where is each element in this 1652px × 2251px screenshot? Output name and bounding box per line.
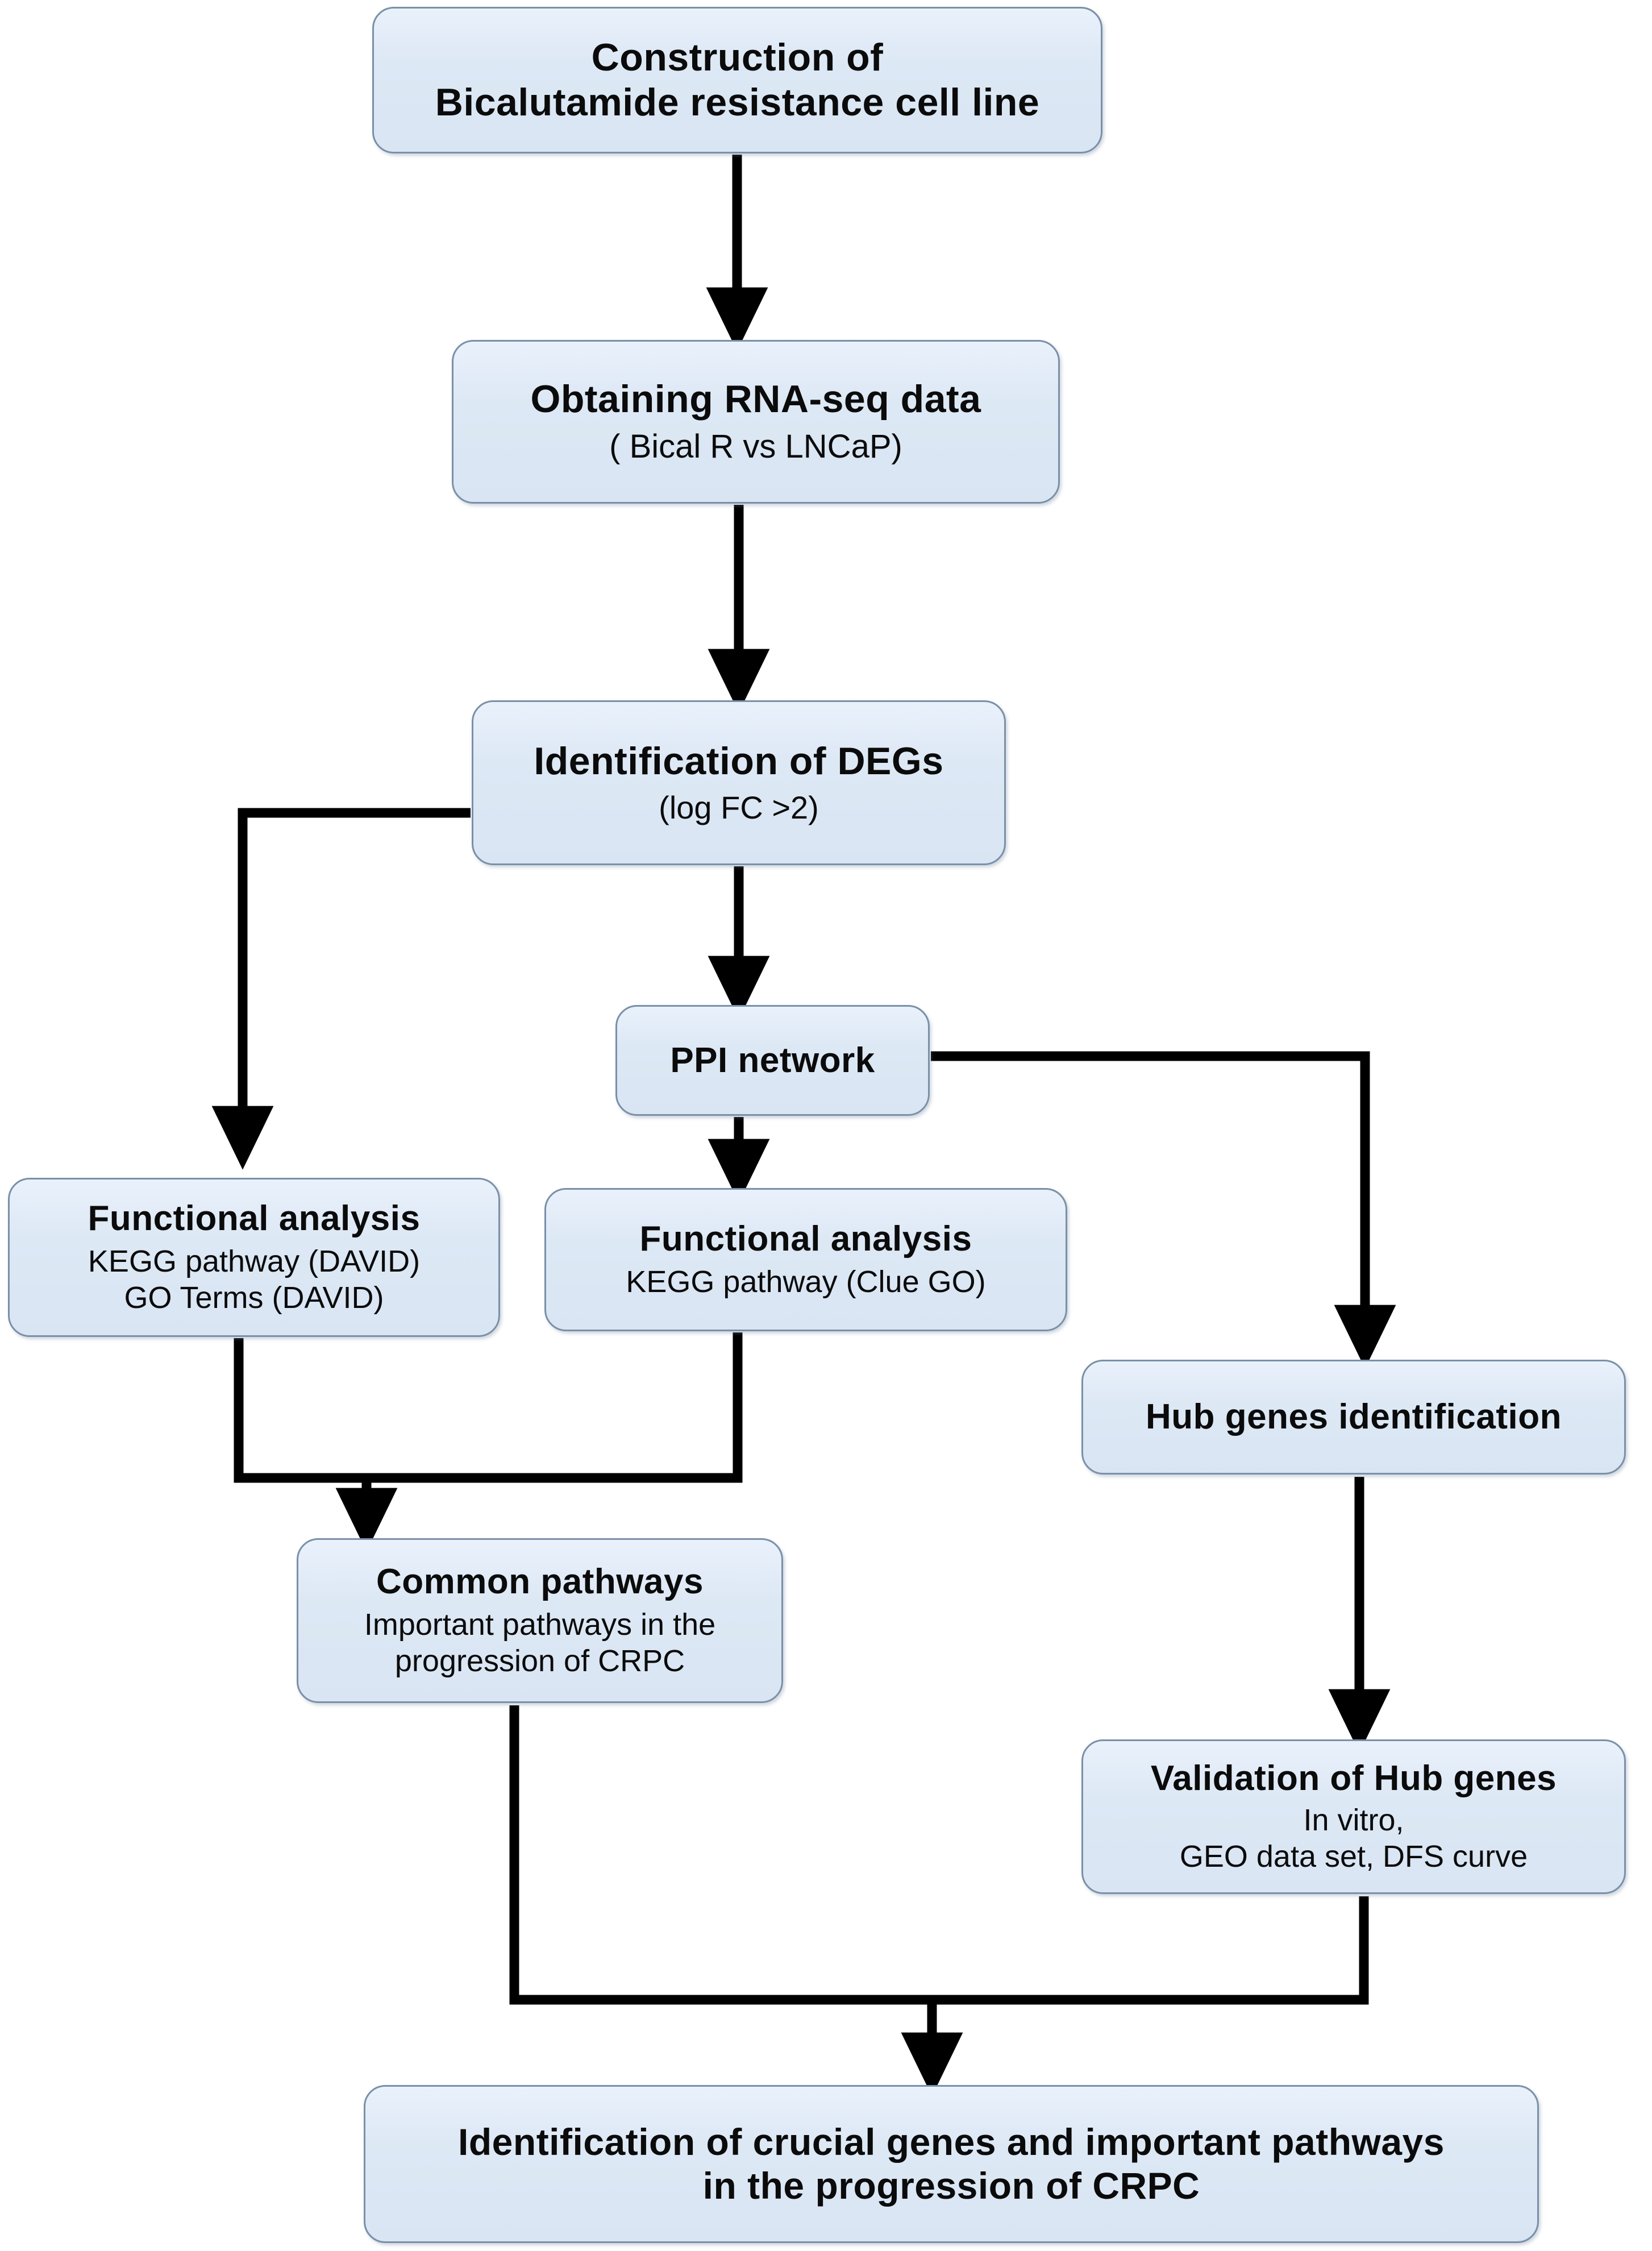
node-obtaining-rna-seq-data[interactable]: Obtaining RNA-seq data ( Bical R vs LNCa… bbox=[452, 340, 1060, 504]
node-construction-of-bicalutamide-resistance-cell-line[interactable]: Construction of Bicalutamide resistance … bbox=[372, 7, 1102, 153]
edge-ppi-to-hub-genes bbox=[931, 1051, 1396, 1369]
node-title: Hub genes identification bbox=[1146, 1397, 1562, 1437]
node-subtitle: Important pathways in the progression of… bbox=[364, 1608, 716, 1678]
node-subtitle: ( Bical R vs LNCaP) bbox=[609, 428, 902, 466]
node-title: Validation of Hub genes bbox=[1150, 1759, 1557, 1799]
node-validation-of-hub-genes[interactable]: Validation of Hub genes In vitro, GEO da… bbox=[1081, 1739, 1626, 1894]
node-title: PPI network bbox=[670, 1040, 875, 1080]
node-common-pathways[interactable]: Common pathways Important pathways in th… bbox=[297, 1538, 783, 1703]
node-title: Common pathways bbox=[376, 1562, 704, 1602]
node-hub-genes-identification[interactable]: Hub genes identification bbox=[1081, 1360, 1626, 1475]
node-title: Obtaining RNA-seq data bbox=[530, 377, 981, 421]
node-functional-analysis-david[interactable]: Functional analysis KEGG pathway (DAVID)… bbox=[8, 1178, 500, 1337]
node-subtitle: KEGG pathway (DAVID) GO Terms (DAVID) bbox=[88, 1244, 421, 1315]
node-ppi-network[interactable]: PPI network bbox=[615, 1005, 930, 1116]
node-title: Construction of Bicalutamide resistance … bbox=[435, 36, 1040, 124]
node-subtitle: In vitro, GEO data set, DFS curve bbox=[1179, 1803, 1528, 1874]
node-title: Identification of DEGs bbox=[534, 739, 944, 783]
node-identification-of-crucial-genes-and-pathways[interactable]: Identification of crucial genes and impo… bbox=[364, 2085, 1539, 2243]
edge-to-final bbox=[509, 1705, 1369, 2096]
node-title: Functional analysis bbox=[88, 1199, 421, 1239]
node-subtitle: KEGG pathway (Clue GO) bbox=[626, 1265, 986, 1299]
edge-functional-analyses-to-common-pathways bbox=[234, 1332, 743, 1552]
node-identification-of-degs[interactable]: Identification of DEGs (log FC >2) bbox=[472, 700, 1006, 865]
node-subtitle: (log FC >2) bbox=[659, 790, 819, 826]
node-functional-analysis-clue-go[interactable]: Functional analysis KEGG pathway (Clue G… bbox=[544, 1188, 1067, 1331]
node-title: Functional analysis bbox=[639, 1219, 972, 1259]
node-title: Identification of crucial genes and impo… bbox=[458, 2121, 1445, 2207]
edge-degs-to-functional-analysis-left bbox=[211, 808, 471, 1170]
